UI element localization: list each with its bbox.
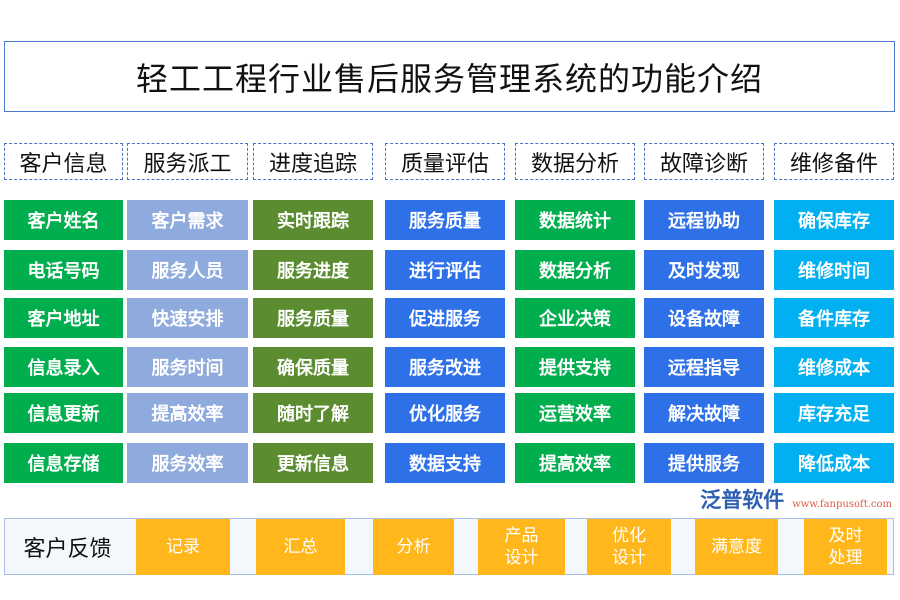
feature-cell: 确保库存 bbox=[774, 200, 894, 240]
feature-cell: 服务质量 bbox=[253, 298, 373, 338]
feature-cell: 客户需求 bbox=[127, 200, 248, 240]
feature-cell: 服务时间 bbox=[127, 347, 248, 387]
feature-cell: 维修时间 bbox=[774, 250, 894, 290]
feature-cell: 服务质量 bbox=[385, 200, 505, 240]
feature-cell: 企业决策 bbox=[515, 298, 635, 338]
feature-cell: 解决故障 bbox=[644, 393, 764, 433]
feature-cell: 提高效率 bbox=[127, 393, 248, 433]
feature-cell: 远程协助 bbox=[644, 200, 764, 240]
feature-cell: 进行评估 bbox=[385, 250, 505, 290]
feature-cell: 电话号码 bbox=[4, 250, 123, 290]
feature-cell: 库存充足 bbox=[774, 393, 894, 433]
feature-cell: 优化服务 bbox=[385, 393, 505, 433]
logo-name: 泛普软件 bbox=[700, 487, 785, 512]
feature-cell: 备件库存 bbox=[774, 298, 894, 338]
feedback-item: 分析 bbox=[373, 519, 454, 575]
feature-cell: 服务效率 bbox=[127, 443, 248, 483]
column-header: 质量评估 bbox=[385, 143, 505, 180]
feature-cell: 确保质量 bbox=[253, 347, 373, 387]
feature-cell: 数据分析 bbox=[515, 250, 635, 290]
column-header: 数据分析 bbox=[515, 143, 635, 180]
feature-cell: 信息更新 bbox=[4, 393, 123, 433]
feedback-item: 及时 处理 bbox=[804, 519, 887, 575]
feature-cell: 数据支持 bbox=[385, 443, 505, 483]
feedback-item: 产品 设计 bbox=[478, 519, 565, 575]
feature-cell: 服务改进 bbox=[385, 347, 505, 387]
feature-cell: 降低成本 bbox=[774, 443, 894, 483]
feature-cell: 设备故障 bbox=[644, 298, 764, 338]
feature-cell: 数据统计 bbox=[515, 200, 635, 240]
feature-cell: 提供服务 bbox=[644, 443, 764, 483]
feature-cell: 促进服务 bbox=[385, 298, 505, 338]
feedback-item: 优化 设计 bbox=[587, 519, 671, 575]
feedback-label: 客户反馈 bbox=[23, 536, 112, 562]
feature-cell: 客户姓名 bbox=[4, 200, 123, 240]
feature-cell: 服务人员 bbox=[127, 250, 248, 290]
feature-cell: 远程指导 bbox=[644, 347, 764, 387]
logo-url: www.fanpusoft.com bbox=[792, 499, 892, 510]
feature-cell: 及时发现 bbox=[644, 250, 764, 290]
feature-cell: 快速安排 bbox=[127, 298, 248, 338]
feature-cell: 服务进度 bbox=[253, 250, 373, 290]
column-header: 维修备件 bbox=[774, 143, 894, 180]
column-header: 故障诊断 bbox=[644, 143, 764, 180]
feature-cell: 客户地址 bbox=[4, 298, 123, 338]
feature-cell: 运营效率 bbox=[515, 393, 635, 433]
column-header: 客户信息 bbox=[4, 143, 123, 180]
feature-cell: 提高效率 bbox=[515, 443, 635, 483]
feature-cell: 实时跟踪 bbox=[253, 200, 373, 240]
feature-cell: 提供支持 bbox=[515, 347, 635, 387]
feature-cell: 更新信息 bbox=[253, 443, 373, 483]
feature-cell: 信息存储 bbox=[4, 443, 123, 483]
feature-cell: 随时了解 bbox=[253, 393, 373, 433]
feature-cell: 信息录入 bbox=[4, 347, 123, 387]
column-header: 服务派工 bbox=[127, 143, 248, 180]
column-header: 进度追踪 bbox=[253, 143, 373, 180]
feedback-item: 记录 bbox=[136, 519, 230, 575]
page-title: 轻工工程行业售后服务管理系统的功能介绍 bbox=[4, 41, 895, 112]
feedback-item: 满意度 bbox=[695, 519, 778, 575]
logo: 泛普软件 www.fanpusoft.com bbox=[700, 488, 892, 514]
feature-cell: 维修成本 bbox=[774, 347, 894, 387]
feedback-item: 汇总 bbox=[256, 519, 345, 575]
